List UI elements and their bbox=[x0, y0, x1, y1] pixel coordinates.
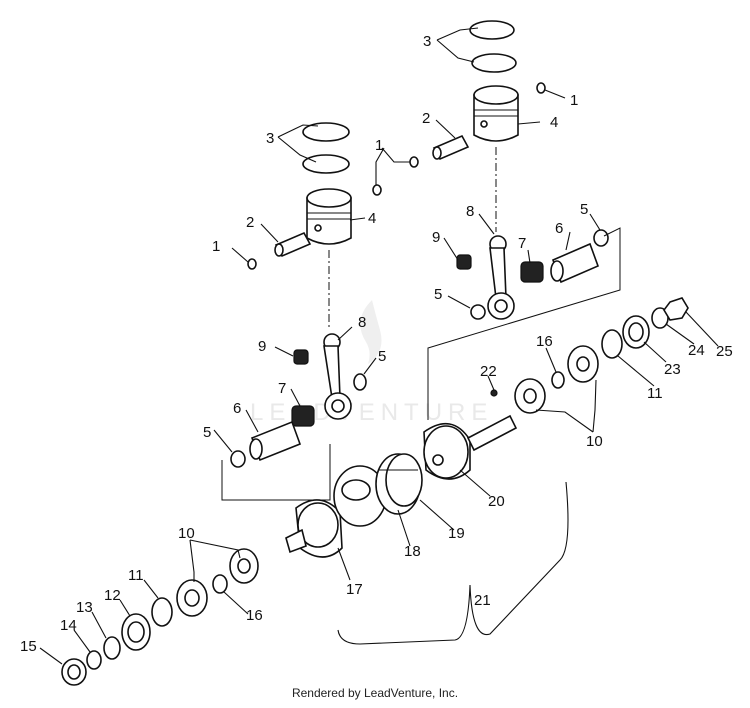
callout-4: 4 bbox=[550, 114, 558, 131]
callout-9: 9 bbox=[432, 229, 440, 246]
ring-left-13 bbox=[103, 636, 121, 660]
left-piston-assembly bbox=[221, 122, 382, 501]
callout-21: 21 bbox=[474, 592, 491, 609]
callout-1: 1 bbox=[570, 92, 578, 109]
oil-seal-left bbox=[121, 613, 151, 651]
crank-half-left bbox=[285, 499, 343, 558]
snap-ring-left bbox=[151, 597, 173, 627]
callout-12: 12 bbox=[104, 587, 121, 604]
callout-labels: 1 1 1 2 2 3 3 4 4 5 5 5 5 6 6 7 7 8 8 9 … bbox=[20, 33, 733, 655]
piston-ring-upper-right bbox=[469, 20, 515, 40]
callout-8: 8 bbox=[466, 203, 474, 220]
callout-1: 1 bbox=[212, 238, 220, 255]
oil-seal-right bbox=[622, 315, 650, 349]
callout-1: 1 bbox=[375, 137, 383, 154]
brace-21 bbox=[337, 481, 569, 645]
right-piston-assembly bbox=[409, 20, 621, 420]
piston-pin-clip-left bbox=[247, 258, 257, 270]
callout-8: 8 bbox=[358, 314, 366, 331]
piston-pin-clip-right bbox=[409, 156, 419, 168]
piston-ring-lower-left bbox=[302, 154, 350, 174]
callout-19: 19 bbox=[448, 525, 465, 542]
main-bearing-left-b bbox=[176, 579, 208, 617]
callout-5: 5 bbox=[580, 201, 588, 218]
callout-17: 17 bbox=[346, 581, 363, 598]
thrust-washer-left-b bbox=[230, 450, 246, 468]
woodruff-key bbox=[490, 389, 498, 397]
footer-credit: Rendered by LeadVenture, Inc. bbox=[291, 686, 459, 700]
callout-2: 2 bbox=[246, 214, 254, 231]
thrust-washer-right-a bbox=[593, 229, 609, 247]
callout-23: 23 bbox=[664, 361, 681, 378]
nut-right-25 bbox=[663, 297, 689, 321]
callout-14: 14 bbox=[60, 617, 77, 634]
callout-5: 5 bbox=[378, 348, 386, 365]
callout-7: 7 bbox=[518, 235, 526, 252]
callout-6: 6 bbox=[555, 220, 563, 237]
watermark-text: LEADVENTURE bbox=[250, 399, 493, 426]
center-main-bearing bbox=[375, 453, 423, 515]
callout-18: 18 bbox=[404, 543, 421, 560]
crankshaft-assembly bbox=[285, 389, 518, 558]
seal-washer-right bbox=[551, 371, 565, 389]
main-bearing-left-a bbox=[229, 548, 259, 584]
callout-4: 4 bbox=[368, 210, 376, 227]
callout-20: 20 bbox=[488, 493, 505, 510]
callout-11: 11 bbox=[647, 385, 663, 402]
watermark: LEADVENTURE bbox=[250, 300, 493, 426]
right-end-parts bbox=[514, 297, 689, 414]
thrust-washer-left-a bbox=[353, 373, 367, 391]
callout-10: 10 bbox=[586, 433, 603, 450]
callout-7: 7 bbox=[278, 380, 286, 397]
main-bearing-right-b bbox=[567, 345, 599, 383]
callout-11: 11 bbox=[128, 567, 144, 584]
main-bearing-right-a bbox=[514, 378, 546, 414]
callout-15: 15 bbox=[20, 638, 37, 655]
callout-3: 3 bbox=[423, 33, 431, 50]
needle-bearing-large-left bbox=[291, 405, 315, 427]
needle-bearing-small-right bbox=[456, 254, 472, 270]
piston-ring-lower-right bbox=[471, 53, 517, 73]
piston-pin-clip-left-2 bbox=[372, 184, 382, 196]
thrust-washer-right-b bbox=[470, 304, 486, 320]
seal-washer-left bbox=[212, 574, 228, 594]
callout-22: 22 bbox=[480, 363, 497, 380]
crankpin-right bbox=[550, 242, 600, 284]
crankpin-left bbox=[249, 420, 302, 462]
ring-left-14 bbox=[86, 650, 102, 670]
callout-25: 25 bbox=[716, 343, 733, 360]
needle-bearing-large-right bbox=[520, 261, 544, 283]
left-end-parts bbox=[61, 548, 259, 686]
callout-3: 3 bbox=[266, 130, 274, 147]
callout-5: 5 bbox=[434, 286, 442, 303]
crank-half-right bbox=[423, 414, 518, 480]
piston-ring-upper-left bbox=[302, 122, 350, 142]
callout-24: 24 bbox=[688, 342, 705, 359]
piston-pin-left bbox=[274, 231, 312, 258]
snap-ring-right bbox=[601, 329, 623, 359]
callout-16: 16 bbox=[536, 333, 553, 350]
connecting-rod-right bbox=[487, 235, 515, 320]
spacer-left bbox=[61, 658, 87, 686]
piston-right bbox=[473, 85, 519, 142]
leader-lines bbox=[39, 27, 719, 665]
callout-13: 13 bbox=[76, 599, 93, 616]
callout-16: 16 bbox=[246, 607, 263, 624]
callout-5: 5 bbox=[203, 424, 211, 441]
piston-pin-clip-right-2 bbox=[536, 82, 546, 94]
callout-6: 6 bbox=[233, 400, 241, 417]
piston-left bbox=[306, 188, 352, 245]
connecting-rod-left bbox=[323, 333, 352, 420]
callout-10: 10 bbox=[178, 525, 195, 542]
needle-bearing-small-left bbox=[293, 349, 309, 365]
callout-2: 2 bbox=[422, 110, 430, 127]
callout-9: 9 bbox=[258, 338, 266, 355]
piston-pin-right bbox=[432, 134, 470, 161]
